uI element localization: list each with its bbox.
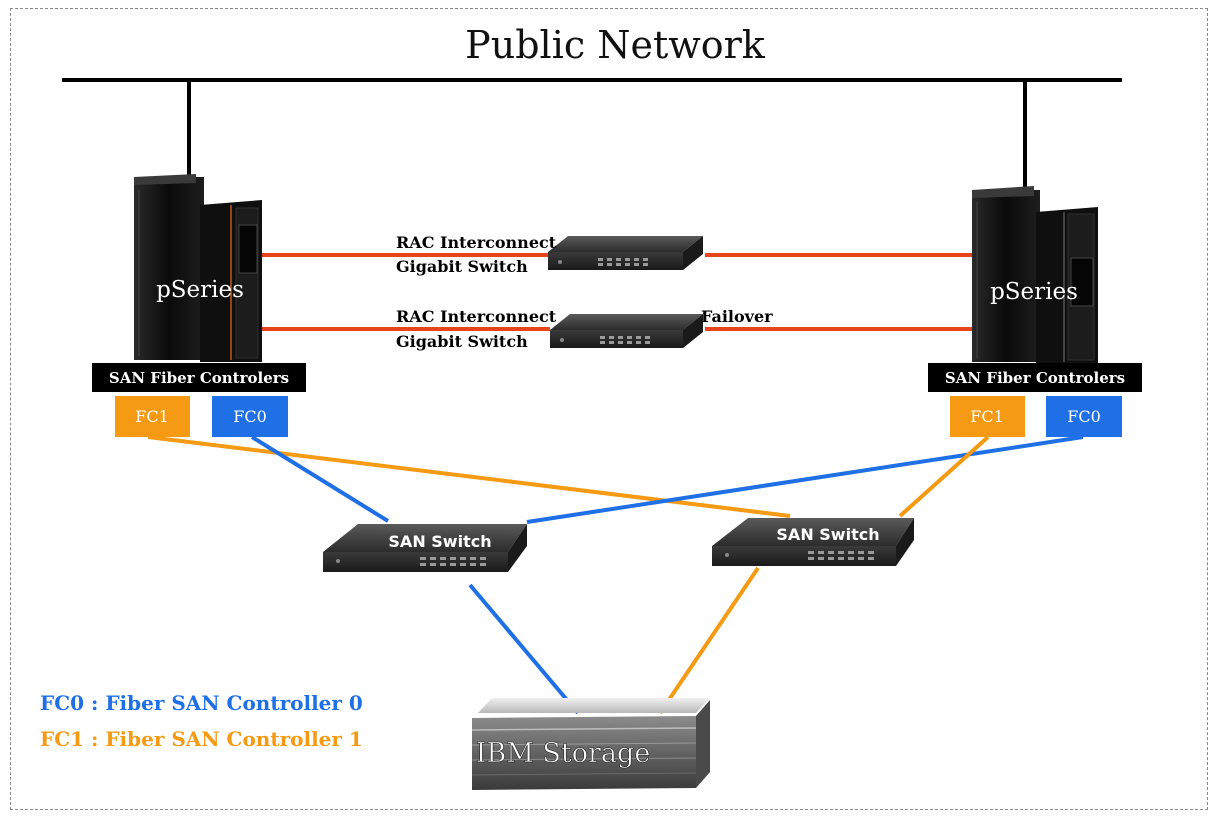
- ibm-storage-array: IBM Storage: [471, 698, 710, 790]
- rac-top-line2: Gigabit Switch: [396, 257, 528, 276]
- left-fc0-label: FC0: [233, 407, 267, 426]
- right-san-controllers-bar: [928, 363, 1142, 392]
- right-server-label: pSeries: [990, 279, 1078, 305]
- san-switch-left-label: SAN Switch: [388, 532, 491, 551]
- right-fc0-label: FC0: [1067, 407, 1101, 426]
- fc0-left-to-left-san-switch: [250, 435, 390, 523]
- rac-interconnect-switch-bottom: [550, 314, 703, 348]
- left-fc1-port: [115, 396, 190, 437]
- san-switch-right-label: SAN Switch: [776, 525, 879, 544]
- right-fc1-label: FC1: [970, 407, 1004, 426]
- rac-top-line1: RAC Interconnect: [396, 233, 557, 252]
- left-fc0-port: [212, 396, 288, 437]
- rac-bottom-line2: Gigabit Switch: [396, 332, 528, 351]
- left-fc1-label: FC1: [135, 407, 169, 426]
- right-pseries-server: pSeries: [972, 186, 1098, 364]
- left-san-controllers-bar: [92, 363, 306, 392]
- right-fc0-port: [1046, 396, 1122, 437]
- san-switch-left: SAN Switch: [323, 524, 527, 572]
- fc1-left-to-right-san-switch: [147, 435, 791, 518]
- right-san-switch-to-storage: [658, 566, 760, 715]
- left-san-switch-to-storage: [468, 583, 580, 715]
- failover-label: Failover: [701, 307, 773, 326]
- legend-fc1: FC1 : Fiber SAN Controller 1: [40, 727, 363, 751]
- right-fc1-port: [950, 396, 1025, 437]
- san-switch-right: SAN Switch: [712, 518, 914, 566]
- legend-fc0: FC0 : Fiber SAN Controller 0: [40, 691, 363, 715]
- left-server-label: pSeries: [156, 277, 244, 303]
- fc0-right-to-left-san-switch: [526, 435, 1084, 524]
- diagram-title: Public Network: [465, 23, 766, 67]
- left-pseries-server: pSeries: [134, 174, 262, 362]
- right-san-controllers-label: SAN Fiber Controlers: [945, 369, 1125, 387]
- left-san-controllers-label: SAN Fiber Controlers: [109, 369, 289, 387]
- storage-label: IBM Storage: [476, 738, 651, 769]
- rac-interconnect-switch-top: [548, 236, 703, 270]
- fc1-right-to-right-san-switch: [898, 435, 990, 518]
- rac-bottom-line1: RAC Interconnect: [396, 307, 557, 326]
- diagram-border: [10, 8, 1208, 810]
